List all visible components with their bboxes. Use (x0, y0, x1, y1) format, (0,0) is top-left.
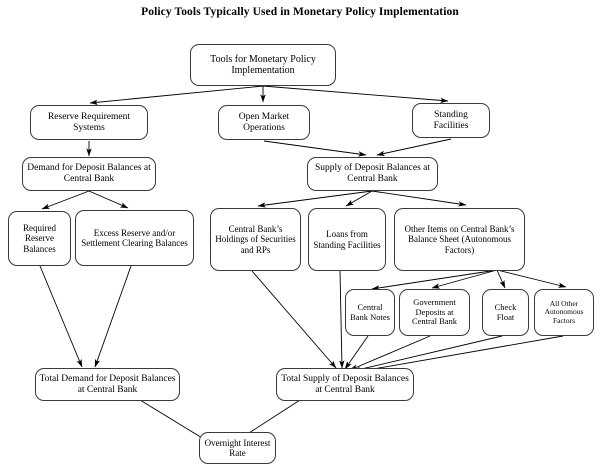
node-total-demand-for-deposit-balances[interactable]: Total Demand for Deposit Balances at Cen… (35, 368, 180, 401)
node-supply-of-deposit-balances[interactable]: Supply of Deposit Balances at Central Ba… (307, 157, 438, 191)
node-standing-facilities[interactable]: Standing Facilities (412, 103, 490, 138)
node-reserve-requirement-systems[interactable]: Reserve Requirement Systems (30, 105, 148, 140)
node-total-supply-of-deposit-balances[interactable]: Total Supply of Deposit Balances at Cent… (276, 368, 414, 401)
edges-group (39, 85, 567, 445)
node-other-items-central-bank-balance-sheet[interactable]: Other Items on Central Bank’s Balance Sh… (394, 208, 525, 271)
page-title: Policy Tools Typically Used in Monetary … (141, 6, 459, 18)
node-check-float[interactable]: Check Float (482, 289, 529, 336)
node-excess-reserve-settlement-clearing-balances[interactable]: Excess Reserve and/or Settlement Clearin… (75, 210, 194, 266)
node-demand-for-deposit-balances[interactable]: Demand for Deposit Balances at Central B… (22, 157, 156, 191)
node-loans-from-standing-facilities[interactable]: Loans from Standing Facilities (308, 208, 386, 271)
node-central-bank-holdings-securities-rps[interactable]: Central Bank’s Holdings of Securities an… (210, 208, 301, 271)
node-overnight-interest-rate[interactable]: Overnight Interest Rate (199, 432, 276, 464)
node-tools-monetary-policy[interactable]: Tools for Monetary Policy Implementation (190, 44, 336, 86)
node-required-reserve-balances[interactable]: Required Reserve Balances (8, 211, 71, 266)
node-government-deposits-at-central-bank[interactable]: Government Deposits at Central Bank (399, 289, 470, 336)
node-central-bank-notes[interactable]: Central Bank Notes (345, 289, 395, 336)
node-all-other-autonomous-factors[interactable]: All Other Autonomous Factors (534, 289, 594, 336)
node-open-market-operations[interactable]: Open Market Operations (218, 105, 310, 140)
